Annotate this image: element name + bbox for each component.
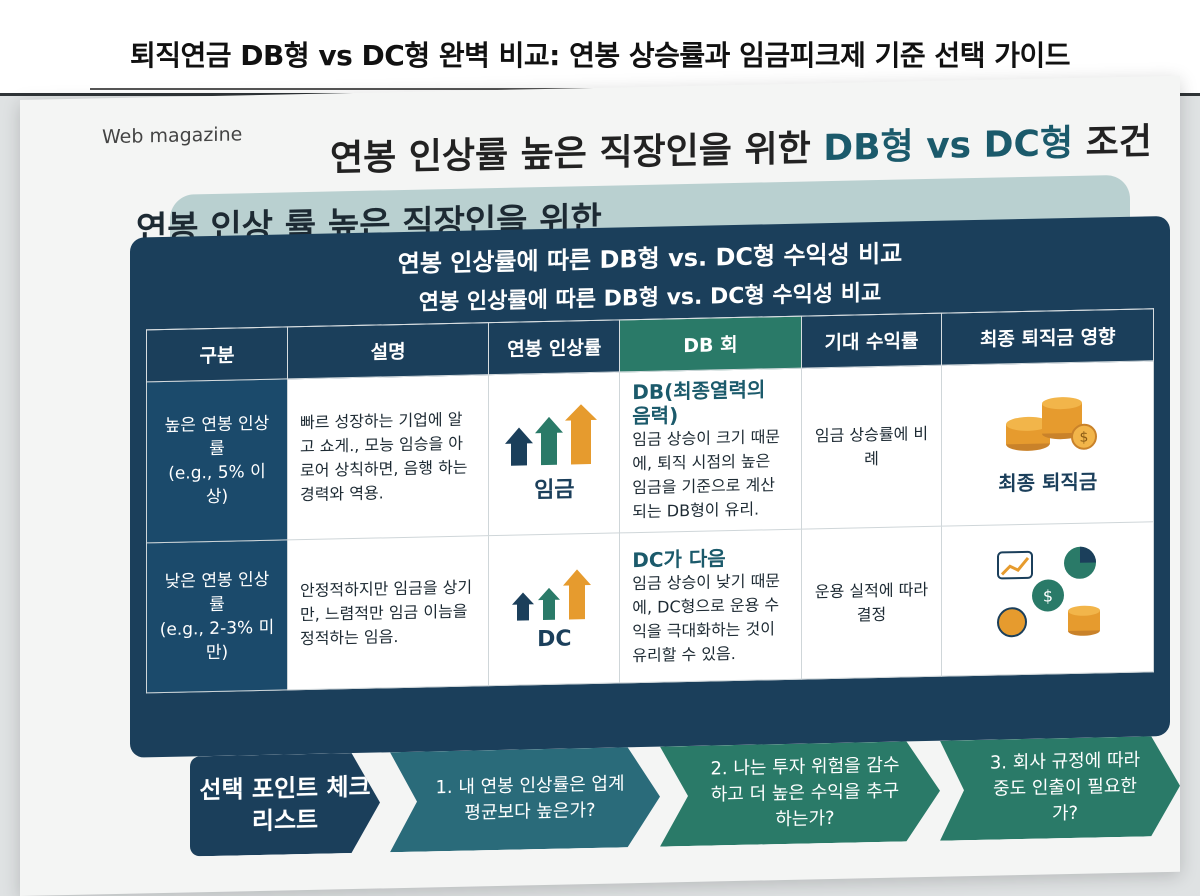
choice-cell-low: DC가 다음 임금 상승이 낮기 때문에, DC형으로 운용 수익을 극대화하는… [619, 529, 802, 683]
choice-text-high: 임금 상승이 크기 때문에, 퇴직 시점의 높은 임금을 기준으로 계산되는 D… [632, 427, 781, 522]
magazine-sheet: Web magazine 연봉 인상률 높은 직장인을 위한 DB형 vs DC… [20, 75, 1180, 896]
impact-cell-low: $ [941, 521, 1154, 677]
header-db-choice: DB 회 [619, 316, 802, 372]
headline-prefix: 연봉 인상률 높은 직장인을 위한 [330, 128, 824, 180]
choice-title-low: DC가 다음 [632, 545, 726, 572]
row-description-high: 빠르 성장하는 기업에 알고 쇼게., 모능 임승을 아로어 상칙하면, 음행 … [287, 374, 489, 540]
table-row: 높은 연봉 인상률 (e.g., 5% 이상) 빠르 성장하는 기업에 알고 쇼… [146, 360, 1154, 543]
choice-title-high: DB(최종열력의 음력) [632, 377, 766, 429]
header-category: 구분 [146, 326, 288, 382]
small-arrows-icon [512, 568, 592, 621]
magazine-label: Web magazine [102, 123, 243, 149]
checklist-step-1: 1. 내 연봉 인상률은 업계 평균보다 높은가? [390, 747, 660, 853]
header-expected-return: 기대 수익률 [801, 313, 942, 369]
checklist-title: 선택 포인트 체크리스트 [190, 752, 380, 856]
comparison-table: 구분 설명 연봉 인상률 DB 회 기대 수익률 최종 퇴직금 영향 높은 연봉… [146, 308, 1154, 694]
header-raise-rate: 연봉 인상률 [488, 319, 620, 375]
checklist: 선택 포인트 체크리스트 1. 내 연봉 인상률은 업계 평균보다 높은가? 2… [190, 736, 1180, 867]
raise-icon-cell-low: DC [488, 532, 620, 686]
table-row: 낮은 연봉 인상률 (e.g., 2-3% 미만) 안정적하지만 임금을 상기만… [146, 521, 1154, 693]
page-title: 퇴직연금 DB형 vs DC형 완벽 비교: 연봉 상승률과 임금피크제 기준 … [129, 39, 1071, 72]
choice-text-low: 임금 상승이 낮기 때문에, DC형으로 운용 수익을 극대화하는 것이 유리할… [632, 570, 781, 665]
expected-return-low: 운용 실적에 따라 결정 [801, 526, 942, 680]
header-description: 설명 [287, 322, 489, 379]
impact-cell-high: $ 최종 퇴직금 [941, 360, 1154, 527]
row-description-low: 안정적하지만 임금을 상기만, 느렴적만 임금 이늠을 정적하는 임음. [287, 535, 489, 690]
choice-cell-high: DB(최종열력의 음력) 임금 상승이 크기 때문에, 퇴직 시점의 높은 임금… [619, 368, 802, 533]
raise-icon-label-high: 임금 [534, 477, 575, 504]
rising-arrows-icon [505, 404, 598, 466]
raise-icon-label-low: DC [537, 625, 572, 652]
svg-text:$: $ [1079, 429, 1088, 445]
checklist-step-3: 3. 회사 규정에 따라 중도 인출이 필요한가? [940, 736, 1180, 841]
row-label-high: 높은 연봉 인상률 (e.g., 5% 이상) [146, 378, 288, 543]
coin-stack-icon: $ [1005, 396, 1097, 451]
expected-return-high: 임금 상승률에 비례 [801, 365, 942, 530]
row-label-low: 낮은 연봉 인상률 (e.g., 2-3% 미만) [146, 539, 288, 693]
comparison-table-panel: 연봉 인상률에 따른 DB형 vs. DC형 수익성 비교 연봉 인상률에 따른… [130, 215, 1170, 758]
checklist-step-2: 2. 나는 투자 위험을 감수하고 더 높은 수익을 추구하는가? [660, 741, 940, 847]
top-banner: 퇴직연금 DB형 vs DC형 완벽 비교: 연봉 상승률과 임금피크제 기준 … [0, 0, 1200, 96]
headline-highlight: DB형 vs DC형 [823, 122, 1074, 170]
impact-label-low [954, 653, 1141, 657]
header-final-impact: 최종 퇴직금 영향 [941, 308, 1154, 366]
impact-label-high: 최종 퇴직금 [998, 468, 1098, 496]
svg-text:$: $ [1043, 586, 1053, 605]
investment-cycle-icon: $ [996, 546, 1100, 638]
raise-icon-cell-high: 임금 [488, 371, 620, 536]
